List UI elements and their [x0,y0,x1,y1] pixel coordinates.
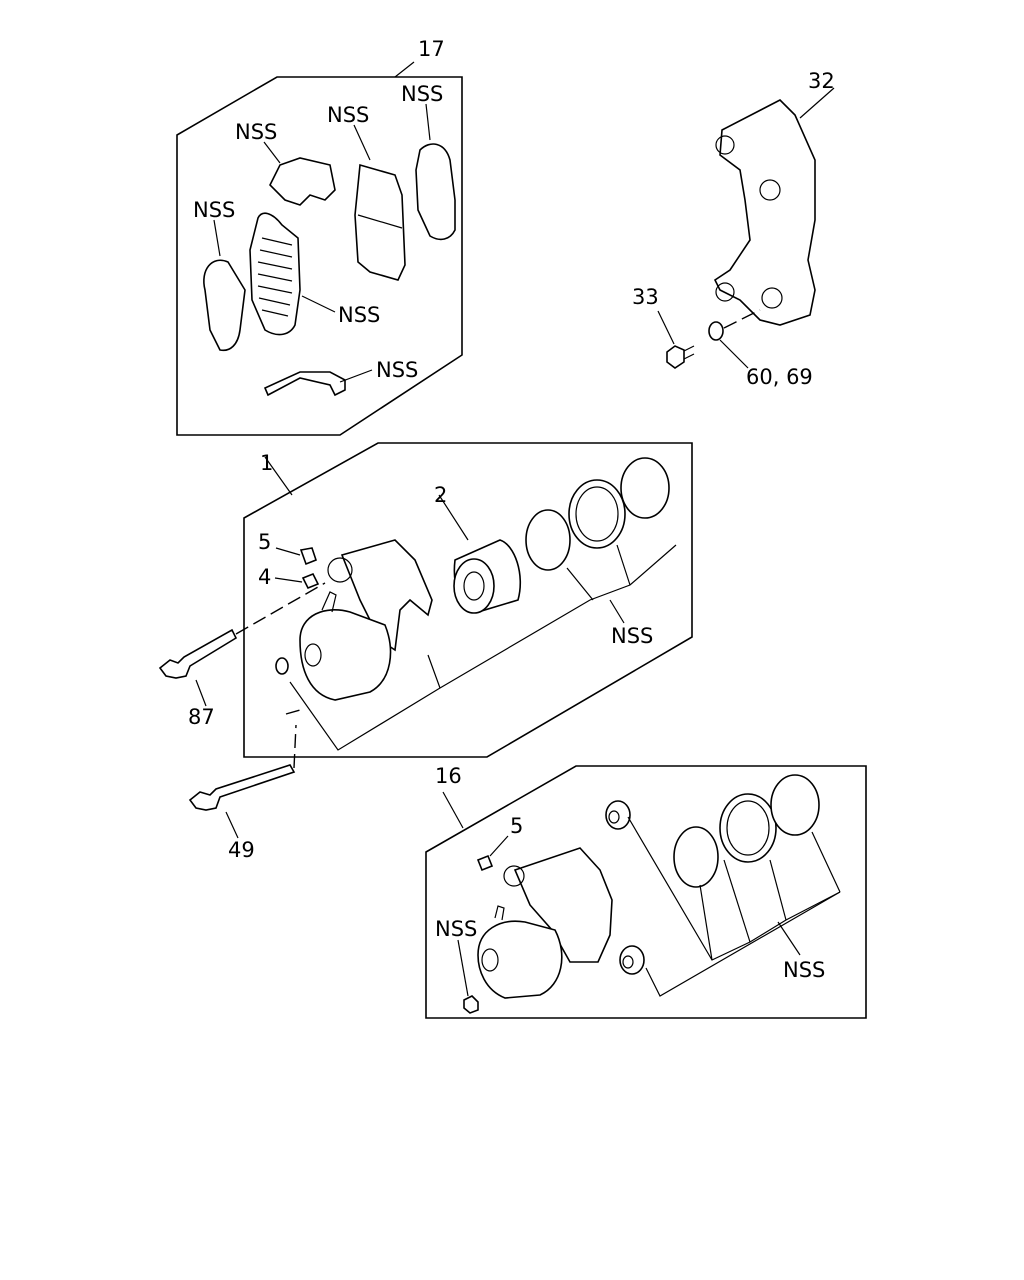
callout-nss-seal-kit-2: NSS [783,958,825,982]
caliper-support-bracket [713,99,816,326]
caliper-assembly-2-frame [425,765,867,1019]
pad-slots [257,237,293,317]
callout-nss-clip-bottom: NSS [376,358,418,382]
caliper-2-dust-boot [719,793,777,863]
callout-nss-clip-top: NSS [235,120,277,144]
guide-bolt-lower [188,764,296,811]
callout-60-69: 60, 69 [746,365,813,389]
support-bolt [666,345,685,369]
support-boss-bottom [761,287,783,309]
support-hole-bottom [715,282,735,302]
caliper-2-cylinder [477,920,563,999]
retaining-ring [620,457,670,519]
pad-clip-top [269,157,336,206]
callout-32: 32 [808,69,835,93]
bleeder-cap [299,547,317,566]
outer-shim-left [203,259,246,352]
bleeder-nut [275,657,289,675]
support-bracket-group: 32 33 60, 69 [632,69,835,389]
outer-brake-pad [354,163,406,281]
piston-seal [525,509,571,571]
callout-17: 17 [418,37,445,61]
callout-nss-seal-kit: NSS [611,624,653,648]
caliper-assembly-2-group: 5 NSS 16 NSS [425,764,867,1019]
caliper-ear [327,557,353,583]
callout-2: 2 [434,483,447,507]
callout-nss-bleeder-2: NSS [435,917,477,941]
callout-nss-inner-pad: NSS [338,303,380,327]
outer-shim-right [415,143,456,241]
callout-1: 1 [260,451,273,475]
pad-clip-bottom [263,371,346,397]
piston-face [453,558,495,614]
support-hole-top [715,135,735,155]
caliper-2-bleeder-nut [463,995,479,1014]
callout-5-caliper-2: 5 [510,814,523,838]
caliper-cylinder [299,609,392,701]
callout-5: 5 [258,530,271,554]
pad-kit-frame [176,76,463,436]
pad-kit-group: 17 NSS NSS NSS NSS NSS NSS [176,37,463,436]
dust-boot [568,479,626,549]
caliper-2-retaining-ring [770,774,820,836]
callout-87: 87 [188,705,215,729]
bleeder-screw [301,572,320,590]
callout-33: 33 [632,285,659,309]
callout-nss-outer-pad: NSS [327,103,369,127]
caliper-assembly-frame [243,442,693,758]
callout-49: 49 [228,838,255,862]
guide-bolt-upper [158,628,238,679]
caliper-2-piston-seal [673,826,719,888]
caliper-assembly-group: 2 5 4 1 NSS 87 49 [158,442,693,862]
caliper-2-cap [476,854,494,872]
inner-brake-pad [249,212,301,336]
support-boss-top [759,179,781,201]
callout-nss-outer-shim: NSS [401,82,443,106]
caliper-2-body-upper [513,847,613,963]
washer [708,321,724,341]
caliper-inlet [304,643,322,667]
callout-4: 4 [258,565,271,589]
callout-nss-inner-shim: NSS [193,198,235,222]
caliper-2-ear [503,865,525,887]
callout-16: 16 [435,764,462,788]
